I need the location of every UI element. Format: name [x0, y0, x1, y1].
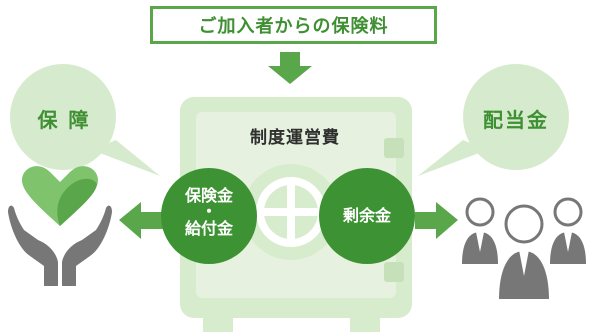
heart-hands-icon: [8, 166, 112, 286]
left-circle-line3: 給付金: [184, 219, 233, 238]
left-bubble-text: 保 障: [37, 108, 91, 132]
people-group-icon: [462, 197, 586, 301]
right-arrow-icon: [415, 202, 458, 239]
safe-title: 制度運営費: [250, 128, 340, 148]
premium-label-box: ご加入者からの保険料: [150, 6, 437, 44]
left-circle-line2: ・: [200, 202, 217, 221]
right-bubble-text: 配当金: [483, 108, 549, 132]
right-green-circle: [319, 168, 415, 264]
left-green-circle: [161, 168, 257, 264]
premium-label: ご加入者からの保険料: [198, 16, 389, 37]
left-circle-label: 保険金 ・ 給付金: [165, 185, 253, 239]
down-arrow-icon: [268, 52, 312, 84]
right-circle-label: 剰余金: [342, 206, 391, 225]
right-speech-bubble: [418, 64, 569, 176]
left-speech-bubble: [10, 64, 160, 176]
left-circle-line1: 保険金: [184, 186, 233, 205]
left-arrow-icon: [119, 202, 163, 239]
